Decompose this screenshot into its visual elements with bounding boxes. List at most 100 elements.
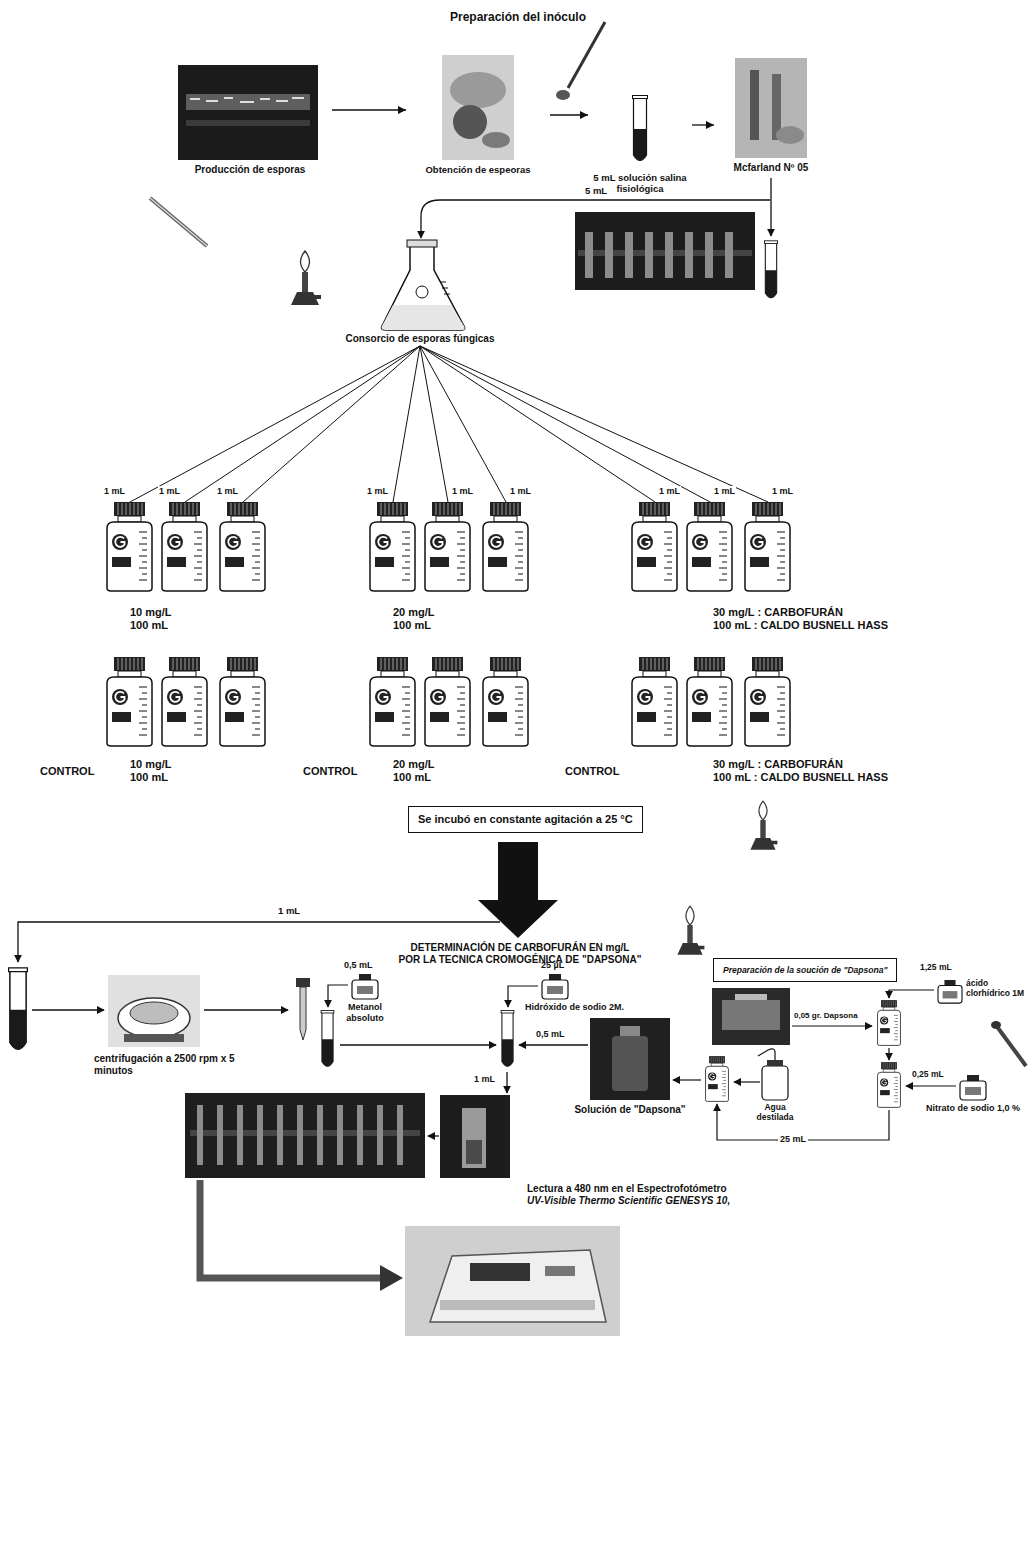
tube-step: 5 mL solución salina fisiológica xyxy=(590,95,690,195)
control-bottles xyxy=(220,657,265,746)
tube-rack-photo xyxy=(665,232,673,278)
balance-photo xyxy=(712,988,790,1045)
reagent-bottle xyxy=(542,974,568,999)
heavy-arrow xyxy=(380,1265,403,1291)
value-text: 100 mL xyxy=(130,771,172,784)
mcfarland-photo xyxy=(750,70,759,140)
control-group: CONTROL10 mg/L100 mL xyxy=(40,655,300,784)
culture-bottles xyxy=(220,502,265,591)
spore-production-photo xyxy=(190,98,304,102)
value-text: 20 mg/L xyxy=(393,758,435,771)
node-text: 20 mg/L xyxy=(393,606,538,619)
cuvette-photo xyxy=(466,1140,482,1164)
edge-label: 1 mL xyxy=(509,486,532,497)
control-row: CONTROL10 mg/L100 mL xyxy=(40,758,300,784)
tube-rack-photo xyxy=(200,1105,400,1165)
tube-rack-photo xyxy=(190,1130,420,1136)
spore-harvest-photo xyxy=(453,105,487,139)
tube-rack-photo xyxy=(185,1093,425,1178)
node-text: Lectura a 480 nm en el Espectrofotómetro xyxy=(527,1183,795,1195)
wash-bottle xyxy=(762,1066,788,1100)
spectrophotometer-photo xyxy=(430,1250,606,1322)
control-bottles xyxy=(107,657,790,746)
spore-harvest-photo xyxy=(482,132,510,148)
spore-harvest-photo xyxy=(450,72,506,108)
control-cell: CONTROL xyxy=(565,765,713,778)
value-text: 100 mL : CALDO BUSNELL HASS xyxy=(713,771,888,784)
control-values: 30 mg/L : CARBOFURÁN100 mL : CALDO BUSNE… xyxy=(713,758,888,784)
connector-line xyxy=(130,346,420,502)
reaction-tube xyxy=(321,1010,334,1066)
mixing-bottle xyxy=(878,1062,901,1107)
saline-tube xyxy=(633,96,648,161)
node-text: 100 mL xyxy=(130,619,275,632)
tube-rack-photo xyxy=(605,232,613,278)
micropipette xyxy=(296,978,310,987)
tube-rack-photo xyxy=(575,212,755,290)
cuvette-photo xyxy=(440,1095,510,1178)
spore-harvest-photo xyxy=(442,55,514,160)
reagent-bottle: Metanol absoluto xyxy=(336,974,394,1024)
process-box: Se incubó en constante agitación a 25 °C xyxy=(408,806,643,833)
dapsone-photo xyxy=(612,1036,648,1091)
spectrophotometer-photo xyxy=(440,1300,595,1310)
balance-photo xyxy=(712,988,790,1045)
control-bottles xyxy=(370,657,415,746)
instrument-photo: Lectura a 480 nm en el Espectrofotómetro… xyxy=(405,1183,795,1335)
culture-bottles xyxy=(483,502,528,591)
culture-bottles xyxy=(687,502,732,591)
spore-harvest-photo xyxy=(442,55,514,160)
centrifuge-photo xyxy=(108,975,200,1047)
inoculum-tube xyxy=(764,241,777,298)
flow-arrow xyxy=(340,1044,496,1045)
balance-photo xyxy=(735,994,767,1000)
flow-arrow xyxy=(506,1072,507,1093)
flow-arrow xyxy=(428,1135,439,1136)
photo-step: Solución de "Dapsona" xyxy=(560,1018,700,1116)
culture-bottles xyxy=(632,502,677,591)
node-text: 100 mL : CALDO BUSNELL HASS xyxy=(713,619,955,632)
control-bottles xyxy=(745,657,790,746)
control-group: CONTROL20 mg/L100 mL xyxy=(303,655,563,784)
bunsen-burner xyxy=(291,251,321,305)
connector-line xyxy=(420,346,710,502)
reagent-bottle xyxy=(960,1075,986,1100)
control-row: CONTROL30 mg/L : CARBOFURÁN100 mL : CALD… xyxy=(565,758,965,784)
connector-line xyxy=(420,346,655,502)
control-bottles xyxy=(162,657,207,746)
control-group: CONTROL30 mg/L : CARBOFURÁN100 mL : CALD… xyxy=(565,655,965,784)
tube-rack-photo xyxy=(725,232,733,278)
edge-label: 1 mL xyxy=(658,486,681,497)
flow-arrow xyxy=(888,1048,889,1060)
centrifuge-photo xyxy=(108,975,200,1047)
reagent-bottle xyxy=(352,974,378,999)
micropipette xyxy=(991,1021,1001,1029)
node-text: Preparación de la soución de "Dapsona" xyxy=(723,965,887,975)
spectrophotometer-photo xyxy=(405,1226,620,1336)
connector xyxy=(420,346,768,502)
mcfarland-photo xyxy=(776,126,804,144)
big-down-arrow xyxy=(478,842,558,938)
diagram-title: Preparación del inóculo xyxy=(0,10,1036,24)
connector xyxy=(420,346,655,502)
erlenmeyer-flask xyxy=(407,240,437,247)
micropipette xyxy=(998,1028,1026,1066)
spatula xyxy=(556,90,570,100)
bunsen-burner xyxy=(750,801,777,850)
control-row: CONTROL20 mg/L100 mL xyxy=(303,758,563,784)
photo-step: centrifugación a 2500 rpm x 5 minutos xyxy=(88,975,243,1077)
node-text: Nitrato de sodio 1,0 % xyxy=(916,1103,1030,1114)
control-bottles xyxy=(107,657,152,746)
quantity-label: 25 mL xyxy=(778,1134,808,1145)
quantity-label: 1,25 mL xyxy=(920,962,952,972)
connector xyxy=(185,346,420,502)
reagent-bottle: Nitrato de sodio 1,0 % xyxy=(916,1075,1030,1114)
value-text: 30 mg/L : CARBOFURÁN xyxy=(713,758,888,771)
node-text: ácido clorhídrico 1M xyxy=(966,978,1030,998)
culture-bottles xyxy=(745,502,790,591)
centrifuge-photo xyxy=(130,1002,178,1024)
arrow-head xyxy=(580,111,588,119)
flow-arrow xyxy=(770,178,771,236)
flow-arrow xyxy=(792,1025,872,1026)
